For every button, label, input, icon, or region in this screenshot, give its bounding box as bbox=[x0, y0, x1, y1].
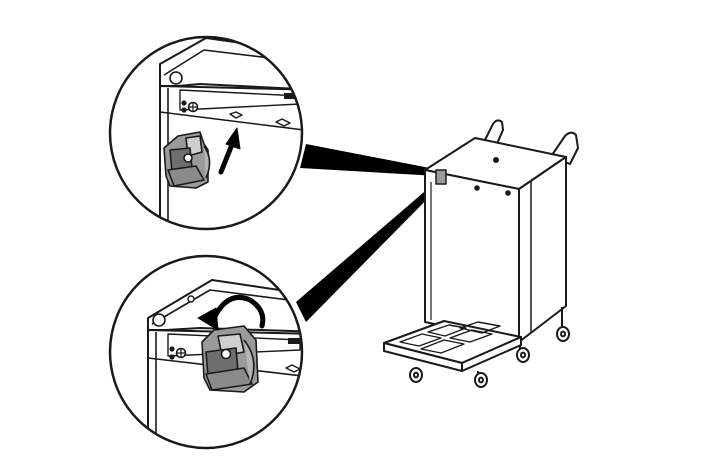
detail1-slot bbox=[229, 111, 243, 119]
rotate-arrow-icon bbox=[197, 294, 266, 331]
cart-wheels bbox=[409, 307, 570, 388]
cart-clip bbox=[435, 169, 447, 185]
cart-side bbox=[518, 156, 567, 343]
arrow-up-icon bbox=[218, 127, 241, 175]
callout-leaders bbox=[296, 144, 442, 322]
leader-top bbox=[300, 144, 440, 176]
detail-view-step-1 bbox=[108, 35, 304, 231]
detail-view-step-2 bbox=[108, 254, 304, 450]
cart-top-knob bbox=[493, 157, 499, 163]
detail2-clip bbox=[201, 325, 259, 393]
cart-rivet-1 bbox=[474, 185, 480, 191]
cart-front bbox=[424, 169, 520, 343]
cart bbox=[383, 119, 579, 388]
cart-rivet-2 bbox=[505, 190, 511, 196]
cart-handle-left bbox=[484, 119, 504, 147]
leader-bottom bbox=[296, 180, 442, 322]
tray-pockets bbox=[399, 321, 501, 354]
detail1-clip bbox=[163, 131, 211, 189]
